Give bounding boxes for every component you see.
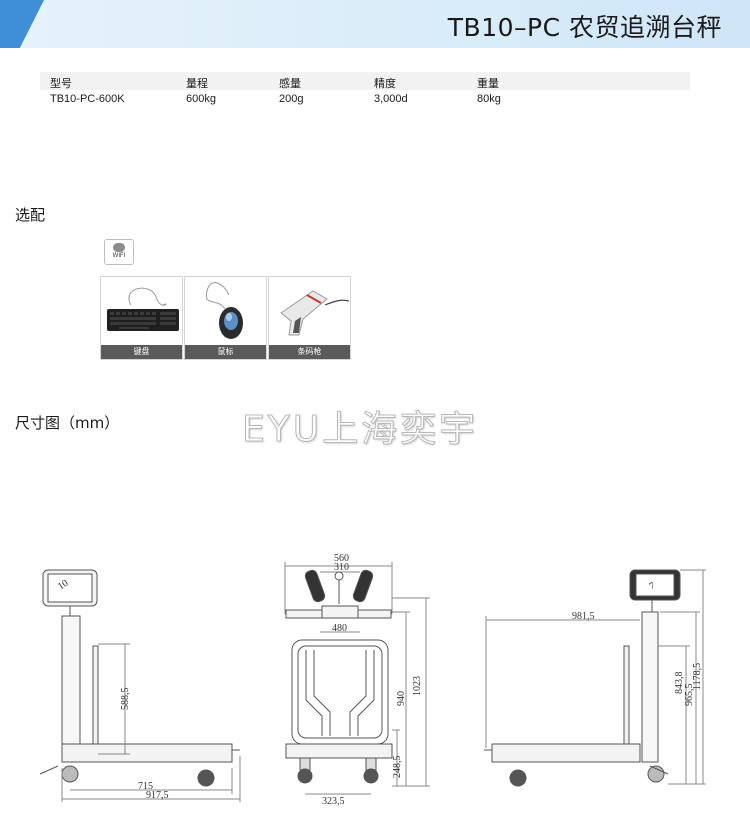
option-mouse-label: 鼠标 <box>185 345 266 359</box>
mouse-icon <box>205 282 243 339</box>
spec-header-row: 型号 量程 感量 精度 重量 <box>40 72 690 90</box>
front-top-width-label: 560 <box>334 553 349 564</box>
wifi-badge: WIFI <box>104 239 134 265</box>
front-handle-width-label: 310 <box>334 562 349 573</box>
front-frame-height-label: 940 <box>396 691 407 706</box>
spec-table: 型号 量程 感量 精度 重量 TB10-PC-600K 600kg 200g 3… <box>40 72 690 110</box>
rear-h3-label: 1178,5 <box>692 663 703 690</box>
spec-value-model: TB10-PC-600K <box>50 93 125 105</box>
front-view-drawing <box>284 562 430 795</box>
dimension-drawings: 10 588,5 715 917,5 560 31 <box>39 553 706 807</box>
side-screen-label: 10 <box>56 578 70 593</box>
wifi-label: WIFI <box>112 253 126 259</box>
rear-h1-label: 843,8 <box>674 672 685 695</box>
wifi-icon <box>113 243 125 252</box>
front-wheel-span-label: 323,5 <box>322 796 345 807</box>
option-scanner-label: 条码枪 <box>269 345 350 359</box>
front-total-height-label: 1023 <box>412 676 423 696</box>
side-height-label: 588,5 <box>120 688 131 711</box>
side-overall-label: 917,5 <box>146 790 169 801</box>
spec-header-weight: 重量 <box>477 78 499 90</box>
barcode-scanner-icon <box>280 290 350 336</box>
spec-header-model: 型号 <box>50 78 72 90</box>
option-scanner: 条码枪 <box>268 276 351 360</box>
rear-screen-label: 7 <box>648 580 658 592</box>
page-title: TB10–PC 农贸追溯台秤 <box>447 13 722 42</box>
rear-view-drawing <box>484 569 706 787</box>
front-base-height-label: 248,5 <box>392 756 403 779</box>
spec-value-capacity: 600kg <box>186 93 216 105</box>
spec-header-division: 感量 <box>279 78 301 90</box>
rear-length-label: 981,5 <box>572 611 595 622</box>
spec-value-weight: 80kg <box>477 93 501 105</box>
options-gallery: 键盘 鼠标 条码枪 <box>100 276 352 360</box>
option-keyboard-label: 键盘 <box>101 345 182 359</box>
side-view-drawing <box>39 569 241 802</box>
side-platform-label: 715 <box>138 781 153 792</box>
option-mouse: 鼠标 <box>184 276 267 360</box>
rear-h2-label: 965,5 <box>684 684 695 707</box>
options-title: 选配 <box>15 206 46 224</box>
spec-value-accuracy: 3,000d <box>374 93 408 105</box>
spec-value-row: TB10-PC-600K 600kg 200g 3,000d 80kg <box>40 90 690 110</box>
option-keyboard: 键盘 <box>100 276 183 360</box>
header-banner: TB10–PC 农贸追溯台秤 <box>0 0 750 48</box>
dimensions-title: 尺寸图（mm） <box>15 414 120 432</box>
spec-header-accuracy: 精度 <box>374 78 396 90</box>
brand-watermark: EYU上海奕宇 <box>241 409 479 451</box>
spec-header-capacity: 量程 <box>186 78 208 90</box>
header-accent <box>0 0 44 48</box>
spec-value-division: 200g <box>279 93 304 105</box>
keyboard-icon <box>107 287 179 331</box>
front-inner-width-label: 480 <box>332 623 347 634</box>
